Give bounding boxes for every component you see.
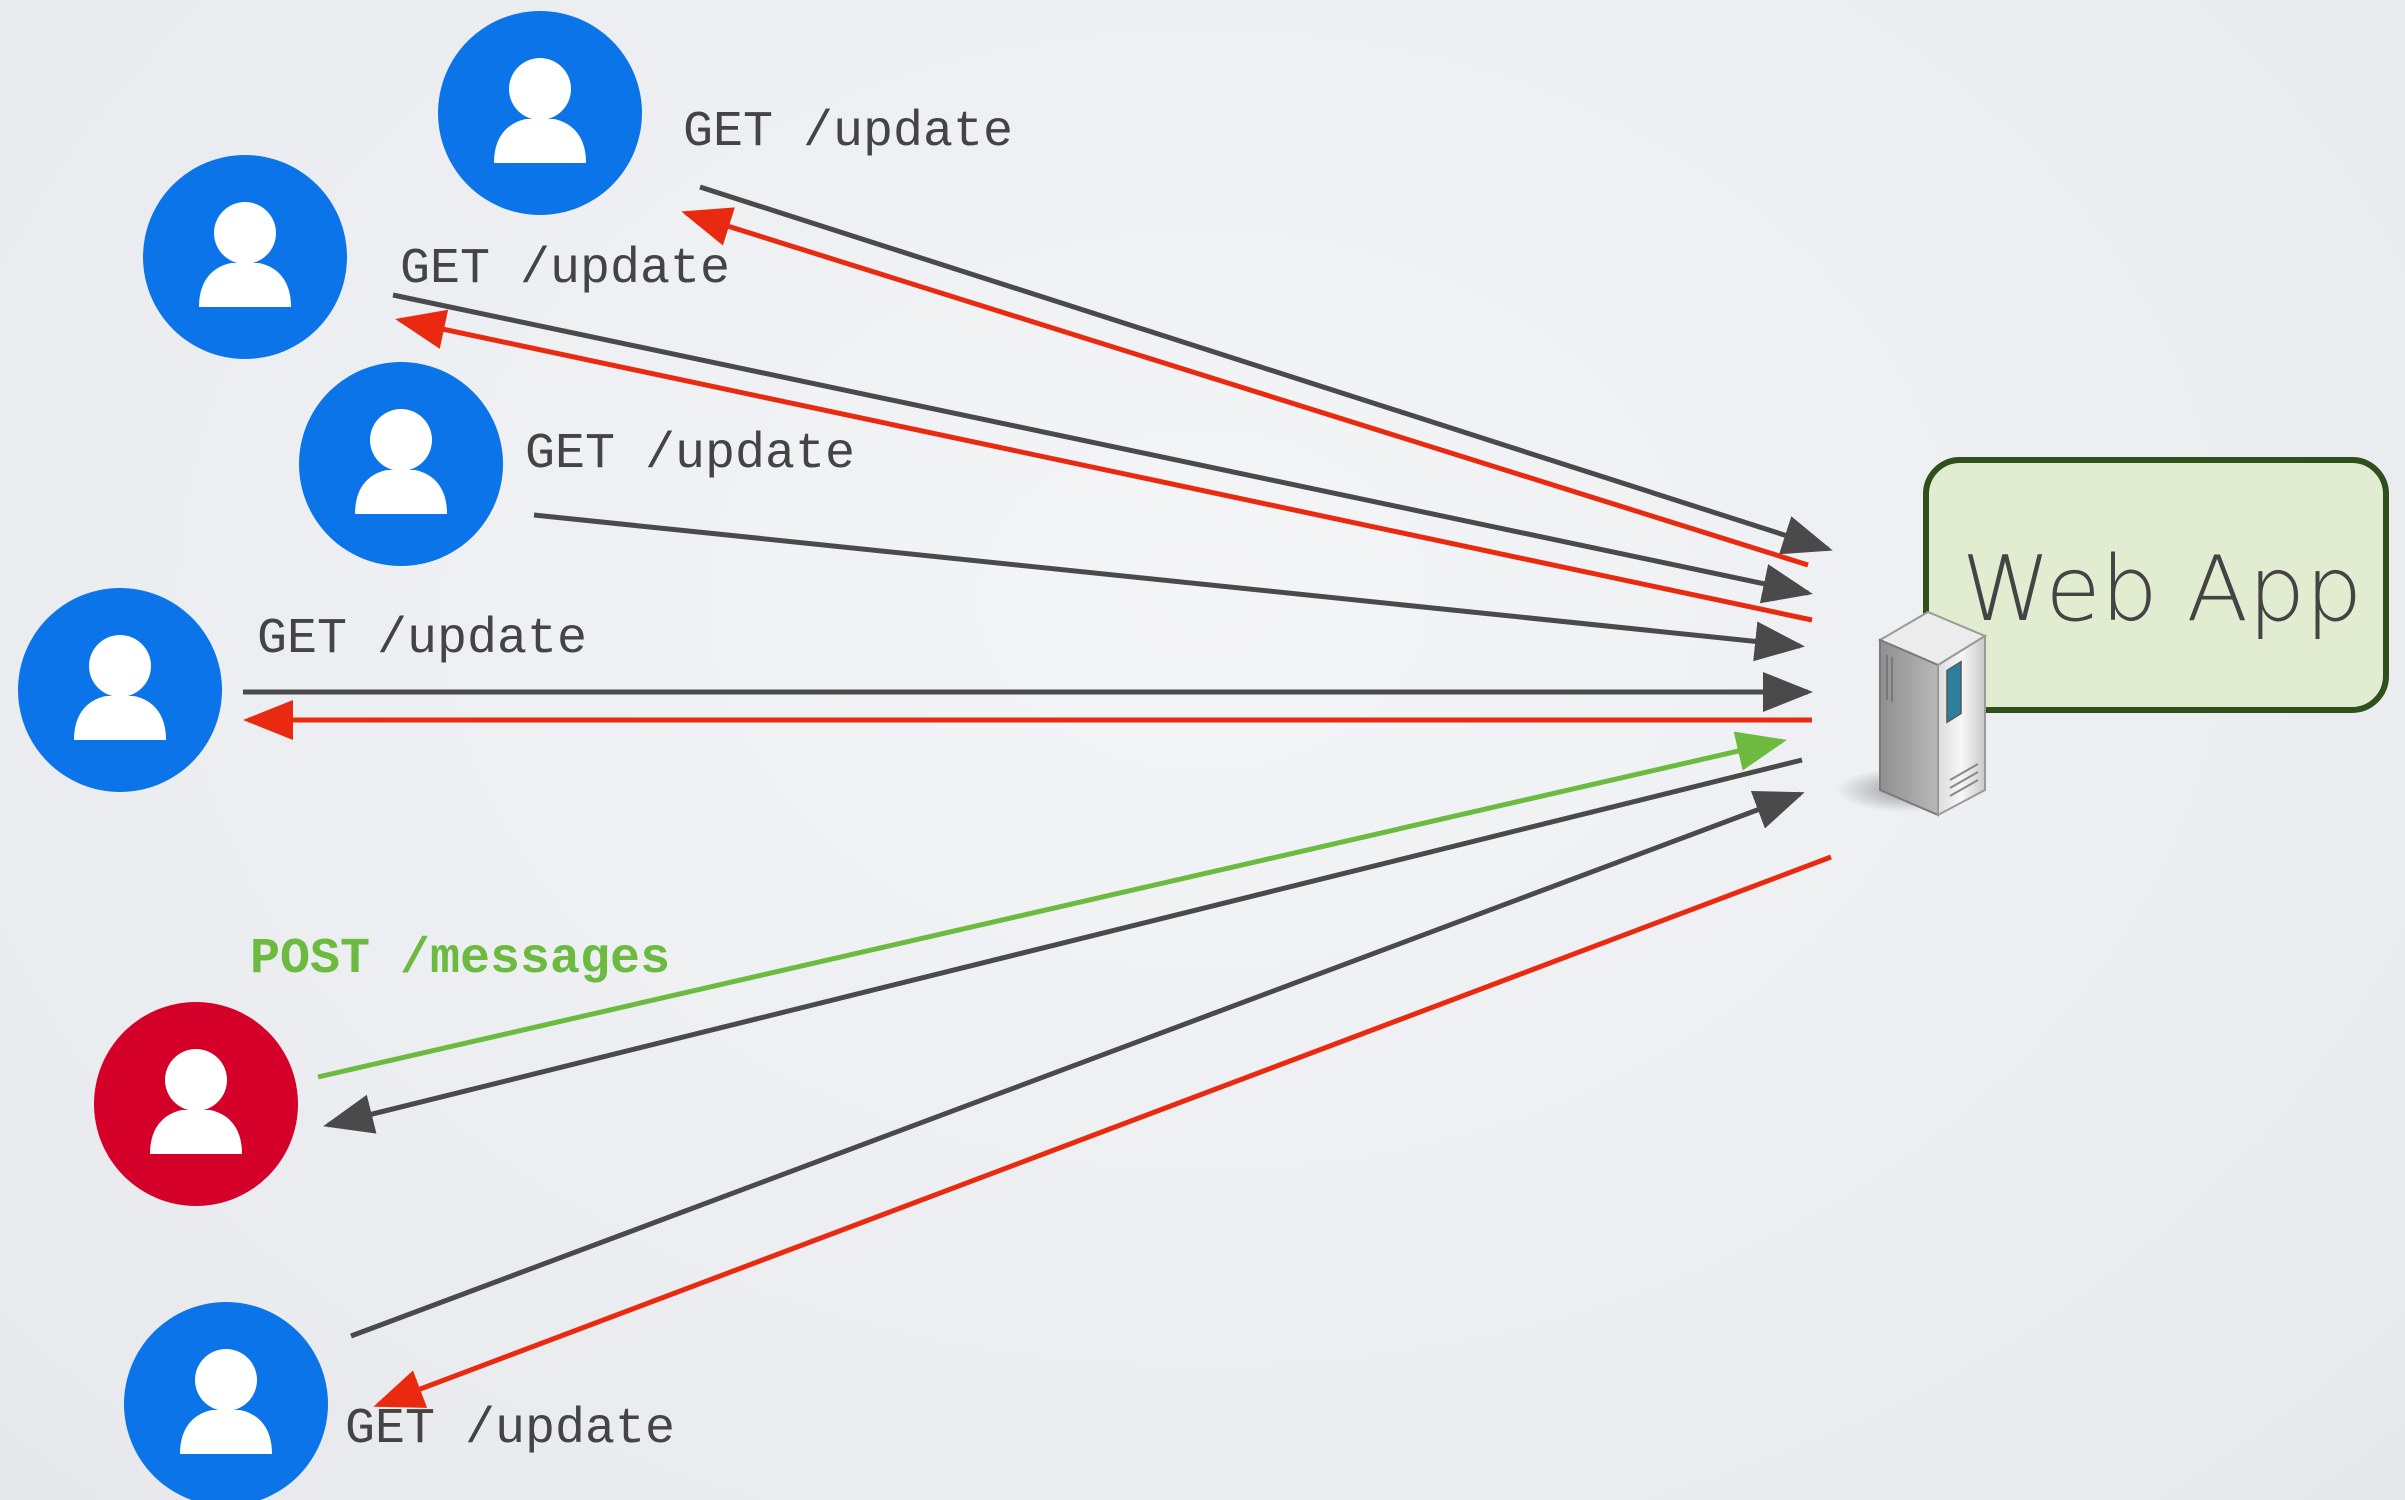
request-arrow: [533, 512, 1805, 662]
request-arrow: [323, 757, 1803, 1134]
user-avatar: [18, 588, 222, 792]
request-arrow: [350, 791, 1805, 1339]
web-app-title: Web App: [1962, 537, 2363, 642]
arrows: [243, 184, 1833, 1408]
server-icon: [1837, 610, 1988, 817]
user-icon: [355, 409, 447, 514]
posting-user-avatar: [94, 1002, 298, 1206]
clients: [18, 11, 642, 1500]
user-icon: [494, 58, 586, 163]
web-app-box: Web App: [1923, 457, 2389, 713]
user-avatar: [438, 11, 642, 215]
user-avatar: [299, 362, 503, 566]
get-request-label: GET /update: [345, 1401, 675, 1458]
response-arrow: [373, 854, 1832, 1408]
user-avatar: [124, 1302, 328, 1500]
response-arrow: [395, 309, 1813, 623]
get-request-label: GET /update: [525, 426, 855, 483]
request-arrow: [699, 184, 1833, 555]
web-app-rect: [1923, 457, 2389, 713]
user-icon: [180, 1349, 272, 1454]
post-request-label: POST /messages: [250, 931, 670, 988]
get-request-label: GET /update: [683, 104, 1013, 161]
get-request-label: GET /update: [257, 611, 587, 668]
get-request-label: GET /update: [400, 241, 730, 298]
request-arrow: [392, 292, 1813, 604]
user-icon: [150, 1049, 242, 1154]
response-arrow: [681, 207, 1809, 568]
user-icon: [199, 202, 291, 307]
post-arrow: [317, 731, 1787, 1080]
user-icon: [74, 635, 166, 740]
user-avatar: [143, 155, 347, 359]
